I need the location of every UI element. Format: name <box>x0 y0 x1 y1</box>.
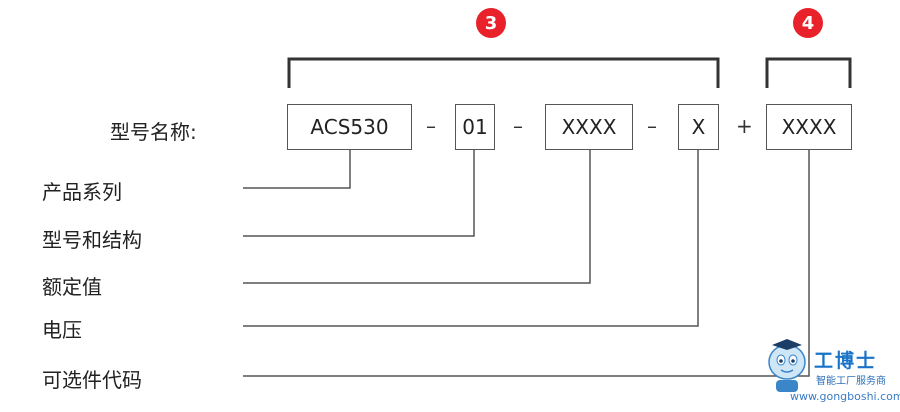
series-box: ACS530 <box>287 104 412 150</box>
field-options-label: 可选件代码 <box>42 368 142 392</box>
rating-box: XXXX <box>545 104 633 150</box>
leader-structure <box>243 149 475 237</box>
field-structure-label: 型号和结构 <box>42 228 142 252</box>
watermark: 工博士 智能工厂服务商 www.gongboshi.com <box>762 330 900 410</box>
leader-voltage <box>243 149 699 327</box>
separator-3: – <box>647 114 657 138</box>
options-box: XXXX <box>766 104 852 150</box>
leader-rating <box>243 149 591 284</box>
field-voltage-label: 电压 <box>42 318 82 342</box>
structure-box: 01 <box>455 104 495 150</box>
leader-options <box>243 149 810 377</box>
badge-3: 3 <box>476 8 506 38</box>
bracket-group-4 <box>765 57 852 88</box>
mascot-icon <box>768 339 806 392</box>
model-name-label: 型号名称: <box>110 120 197 144</box>
watermark-brand: 工博士 <box>814 350 878 372</box>
field-series-label: 产品系列 <box>42 180 122 204</box>
watermark-url: www.gongboshi.com <box>790 390 900 403</box>
plus-sign: + <box>736 114 753 138</box>
field-rating-label: 额定值 <box>42 275 102 299</box>
leader-series <box>243 149 351 189</box>
bracket-group-3 <box>287 57 720 88</box>
watermark-tagline: 智能工厂服务商 <box>816 376 886 387</box>
voltage-box: X <box>678 104 719 150</box>
separator-2: – <box>513 114 523 138</box>
badge-4: 4 <box>793 8 823 38</box>
separator-1: – <box>426 114 436 138</box>
